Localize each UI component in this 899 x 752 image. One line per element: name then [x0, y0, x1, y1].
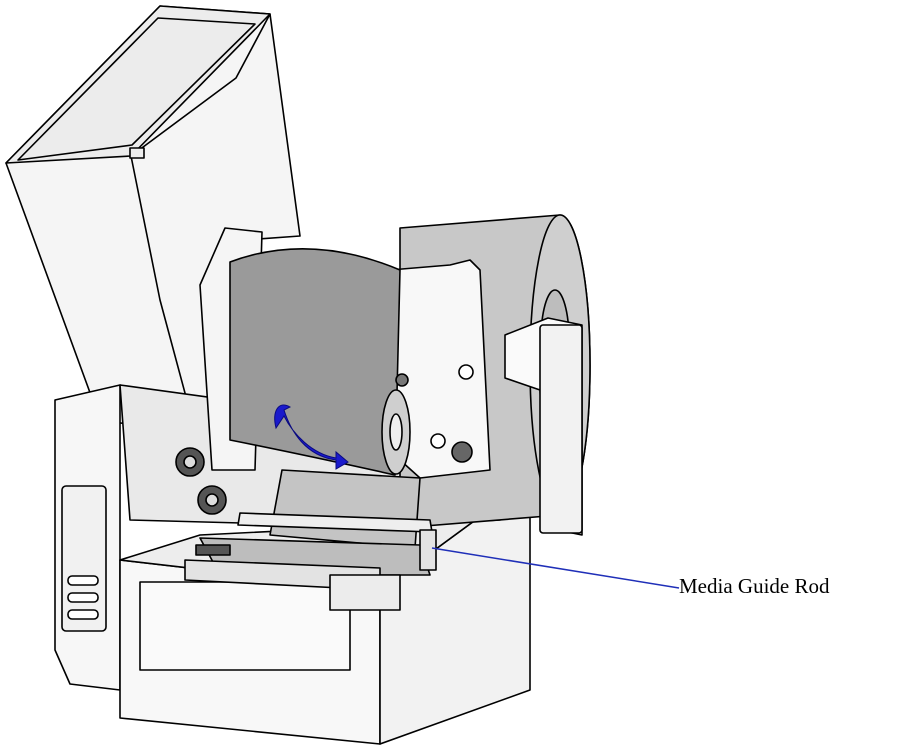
- rotation-arrow-icon: [274, 404, 349, 470]
- drive-gears: [175, 373, 473, 515]
- ribbon-roll: [229, 247, 411, 476]
- print-mechanism: [184, 544, 401, 611]
- callout-line: [431, 547, 680, 589]
- media-guide-rod-label: Media Guide Rod: [679, 574, 830, 598]
- media-guide-rod: [237, 512, 437, 571]
